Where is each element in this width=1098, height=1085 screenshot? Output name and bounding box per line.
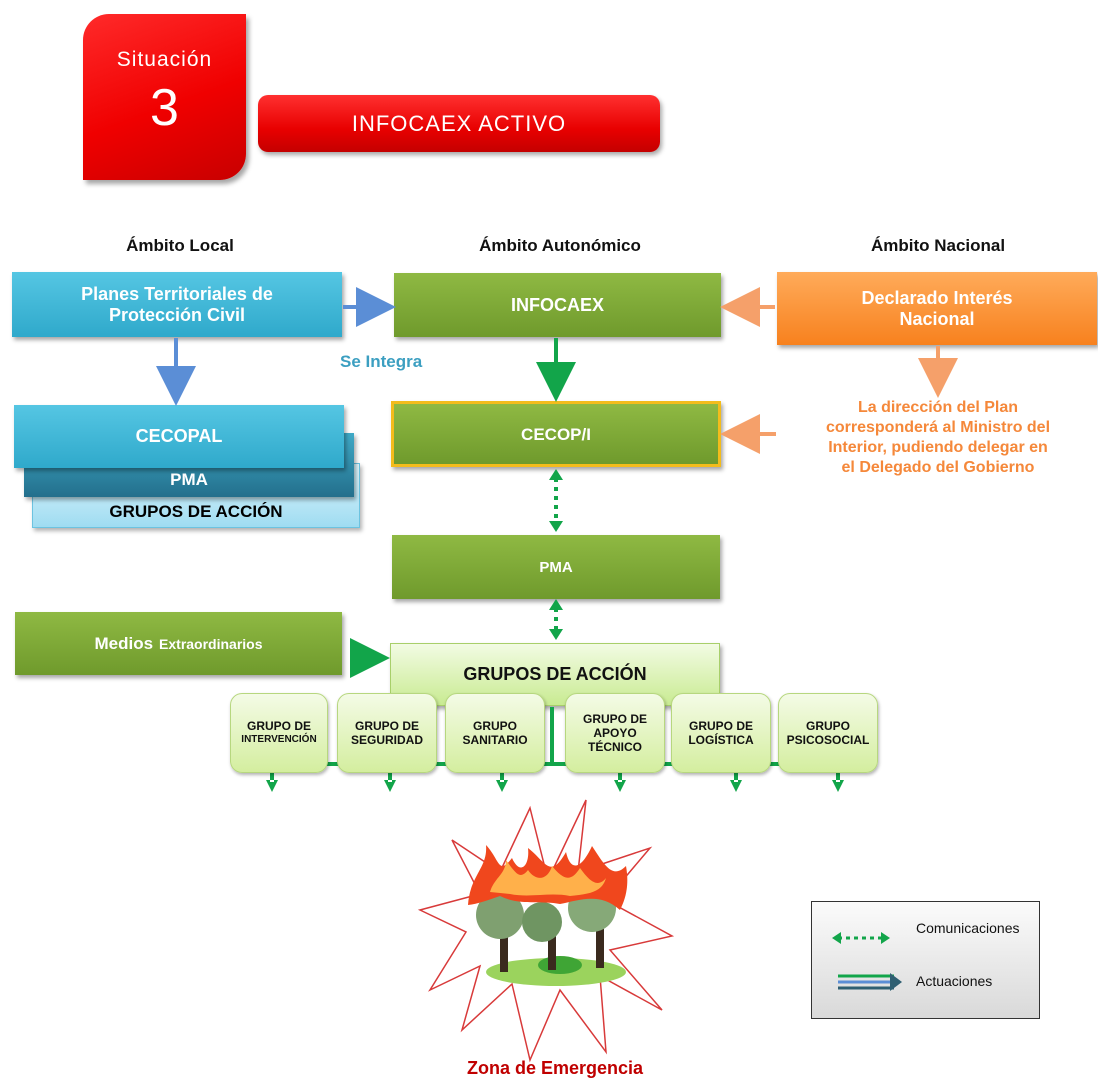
situation-badge: Situación 3 — [83, 14, 246, 180]
direccion-line-1: La dirección del Plan — [857, 399, 1019, 416]
direccion-line-2: corresponderá al Ministro del — [825, 419, 1051, 436]
grupo-seguridad-line-2: SEGURIDAD — [350, 733, 423, 747]
grupo-apoyo-line-2: APOYO — [593, 726, 637, 740]
grupos-accion-box: GRUPOS DE ACCIÓN — [390, 643, 720, 706]
grupo-arrow-1 — [266, 764, 278, 792]
direccion-line-4: el Delegado del Gobierno — [841, 459, 1035, 476]
medios-extra-label: Extraordinarios — [159, 635, 263, 652]
grupo-arrow-5 — [730, 764, 742, 792]
cecop-box: CECOP/I — [391, 401, 721, 467]
situation-word: Situación — [116, 48, 213, 71]
local-pma-label: PMA — [170, 469, 208, 489]
direccion-line-3: Interior, pudiendo delegar en — [828, 439, 1048, 456]
fire-trees-icon — [468, 845, 628, 986]
grupo-arrow-6 — [832, 764, 844, 792]
grupo-sanitario-line-2: SANITARIO — [462, 733, 528, 747]
planes-line-2: Protección Civil — [108, 304, 246, 325]
grupo-seguridad-line-1: GRUPO DE — [354, 719, 419, 733]
grupo-arrow-4 — [614, 764, 626, 792]
infocaex-box: INFOCAEX — [394, 273, 721, 337]
medios-extraordinarios-box: Medios Extraordinarios — [15, 612, 342, 675]
declarado-line-1: Declarado Interés — [861, 287, 1013, 308]
planes-line-1: Planes Territoriales de — [81, 283, 273, 304]
se-integra-label: Se Integra — [340, 352, 423, 371]
grupo-logistica-line-2: LOGÍSTICA — [688, 733, 754, 747]
grupo-sanitario-line-1: GRUPO — [472, 719, 517, 733]
grupo-arrow-3 — [496, 764, 508, 792]
declarado-interes-box: Declarado Interés Nacional — [777, 272, 1097, 345]
grupo-intervencion-line-2: INTERVENCIÓN — [241, 734, 317, 745]
grupo-apoyo-line-1: GRUPO DE — [582, 712, 647, 726]
pma-box: PMA — [392, 535, 720, 599]
grupo-logistica-line-1: GRUPO DE — [688, 719, 753, 733]
situation-state-banner: INFOCAEX ACTIVO — [258, 95, 660, 152]
pma-grupos-comm-down — [549, 629, 563, 640]
ambito-local-heading: Ámbito Local — [126, 236, 234, 255]
cecop-pma-comm-down — [549, 521, 563, 532]
legend-comunicaciones: Comunicaciones — [916, 920, 1020, 936]
declarado-line-2: Nacional — [899, 308, 975, 329]
pma-grupos-comm-up — [549, 599, 563, 610]
grupo-apoyo-line-3: TÉCNICO — [587, 740, 642, 754]
grupo-intervencion-line-1: GRUPO DE — [246, 719, 311, 733]
grupo-psicosocial-line-1: GRUPO — [805, 719, 850, 733]
grupo-arrow-2 — [384, 764, 396, 792]
cecop-pma-comm-up — [549, 469, 563, 480]
legend-icons — [832, 932, 902, 991]
grupo-psicosocial-line-2: PSICOSOCIAL — [786, 733, 870, 747]
local-grupos-label: GRUPOS DE ACCIÓN — [109, 501, 283, 521]
direccion-plan-note: La dirección del Plan corresponderá al M… — [778, 398, 1098, 478]
zona-emergencia-label: Zona de Emergencia — [466, 1058, 644, 1078]
planes-territoriales-box: Planes Territoriales de Protección Civil — [12, 272, 342, 337]
situation-number: 3 — [150, 79, 179, 137]
comm-left-arrowhead — [832, 932, 841, 944]
medios-label: Medios — [94, 633, 154, 653]
legend-actuaciones: Actuaciones — [916, 973, 993, 989]
comm-right-arrowhead — [881, 932, 890, 944]
ambito-nacional-heading: Ámbito Nacional — [870, 236, 1006, 255]
cecopal-box: CECOPAL — [14, 405, 344, 468]
legend-box: Comunicaciones Actuaciones — [811, 901, 1040, 1019]
actuaciones-arrowhead — [890, 973, 902, 991]
ambito-autonomico-heading: Ámbito Autonómico — [479, 236, 641, 255]
